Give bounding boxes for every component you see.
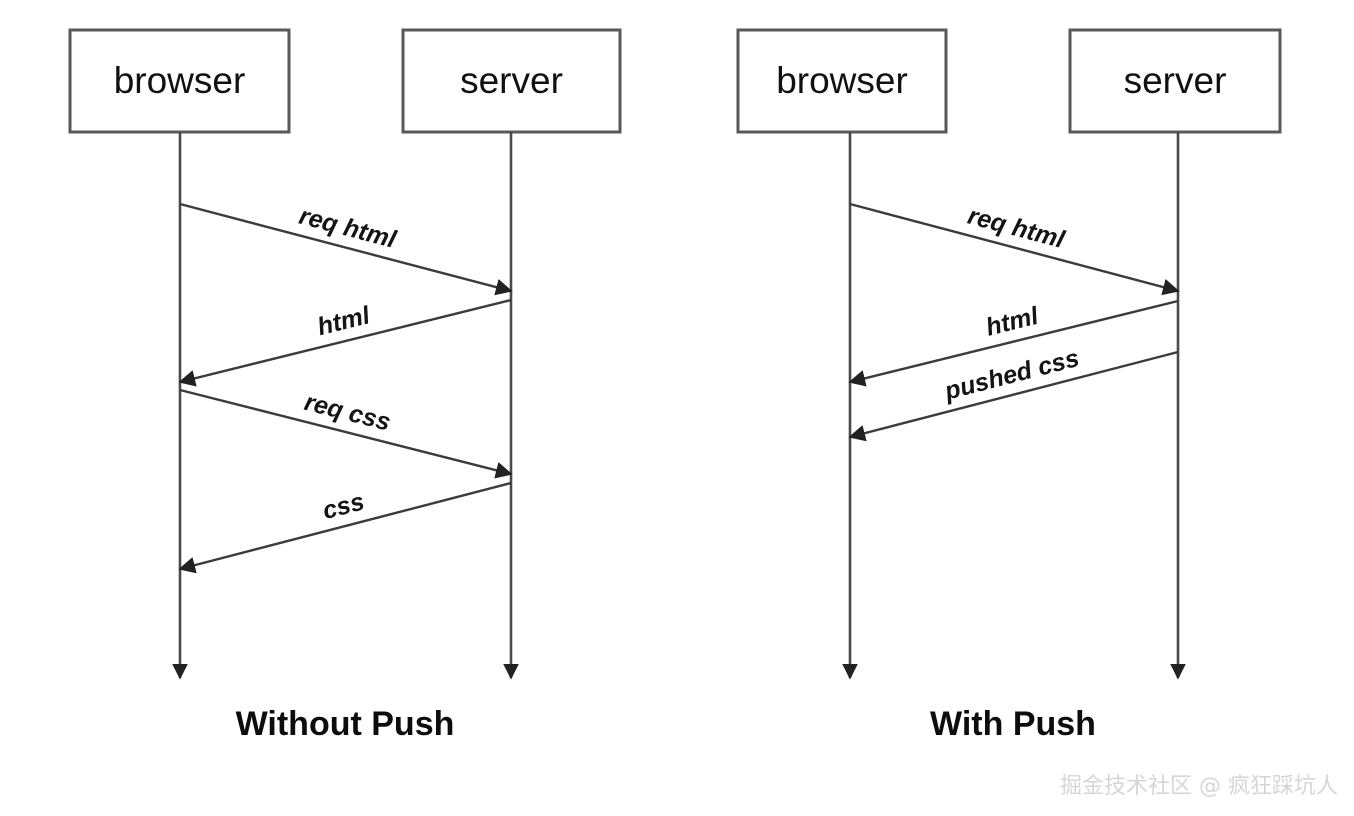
message-arrow-1 bbox=[178, 298, 512, 387]
participant-label-browser: browser bbox=[114, 60, 246, 101]
participant-box-server[interactable] bbox=[401, 28, 622, 134]
participant-box-server[interactable] bbox=[1068, 28, 1282, 134]
participant-browser[interactable]: browser bbox=[68, 28, 291, 680]
participant-server[interactable]: server bbox=[1068, 28, 1282, 680]
watermark-text: 掘金技术社区 @ 疯狂踩坑人 bbox=[1060, 774, 1338, 799]
participant-label-browser: browser bbox=[776, 60, 908, 101]
participant-browser[interactable]: browser bbox=[736, 28, 948, 680]
message-arrow-0 bbox=[849, 202, 1180, 296]
participant-label-server: server bbox=[460, 60, 563, 101]
message-arrow-1 bbox=[848, 299, 1179, 387]
participant-label-server: server bbox=[1124, 60, 1227, 101]
message-arrow-2 bbox=[179, 388, 513, 479]
message-arrow-2 bbox=[848, 350, 1179, 442]
participant-box-browser[interactable] bbox=[736, 28, 948, 134]
message-arrow-3 bbox=[178, 481, 512, 574]
participant-box-browser[interactable] bbox=[68, 28, 291, 134]
message-arrow-0 bbox=[179, 202, 513, 296]
participant-server[interactable]: server bbox=[401, 28, 622, 680]
diagram-caption-with-push: With Push bbox=[930, 705, 1096, 743]
diagram-caption-without-push: Without Push bbox=[236, 705, 455, 743]
